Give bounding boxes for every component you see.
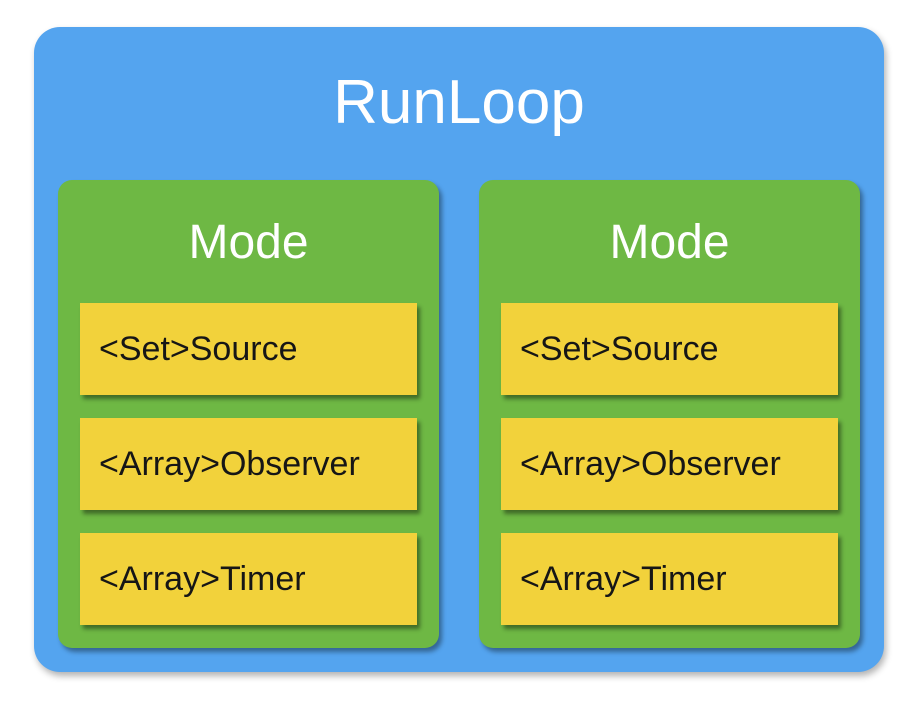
- mode-title: Mode: [188, 216, 309, 269]
- mode-items-list: <Set>Source <Array>Observer <Array>Timer: [80, 303, 417, 625]
- runloop-title: RunLoop: [333, 68, 585, 137]
- mode-item-source: <Set>Source: [80, 303, 417, 395]
- mode-item-source: <Set>Source: [501, 303, 838, 395]
- mode-item-observer: <Array>Observer: [80, 418, 417, 510]
- mode-item-timer: <Array>Timer: [80, 533, 417, 625]
- runloop-container: RunLoop Mode <Set>Source <Array>Observer…: [34, 27, 884, 672]
- mode-item-timer: <Array>Timer: [501, 533, 838, 625]
- mode-title: Mode: [609, 216, 730, 269]
- mode-box-left: Mode <Set>Source <Array>Observer <Array>…: [58, 180, 439, 648]
- modes-row: Mode <Set>Source <Array>Observer <Array>…: [34, 180, 884, 648]
- mode-box-right: Mode <Set>Source <Array>Observer <Array>…: [479, 180, 860, 648]
- mode-items-list: <Set>Source <Array>Observer <Array>Timer: [501, 303, 838, 625]
- mode-item-observer: <Array>Observer: [501, 418, 838, 510]
